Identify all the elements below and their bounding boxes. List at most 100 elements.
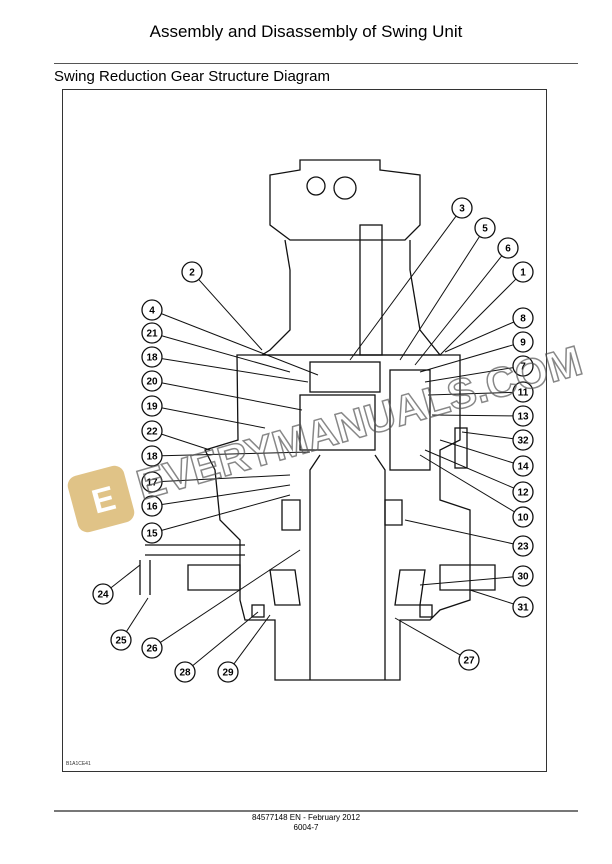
- callout-number: 29: [222, 668, 234, 679]
- callout-number: 31: [517, 603, 529, 614]
- header-divider: [54, 63, 578, 64]
- callout-8: 8: [444, 307, 534, 353]
- callout-2: 2: [181, 261, 263, 351]
- callout-26: 26: [141, 549, 301, 659]
- leader-line: [394, 617, 461, 656]
- leader-line: [424, 449, 515, 489]
- callout-circle: [512, 535, 534, 557]
- callout-circle: [141, 322, 163, 344]
- leader-line: [161, 382, 303, 411]
- leader-line: [160, 549, 301, 643]
- callout-circle: [174, 661, 196, 683]
- callout-number: 15: [146, 529, 158, 540]
- callout-number: 26: [146, 644, 158, 655]
- callout-number: 3: [459, 204, 465, 215]
- leader-line: [404, 519, 514, 545]
- leader-line: [161, 474, 291, 482]
- callout-number: 2: [189, 268, 195, 279]
- leader-line: [161, 358, 309, 383]
- callout-15: 15: [141, 494, 291, 544]
- callout-30: 30: [419, 565, 534, 587]
- callout-14: 14: [439, 439, 534, 477]
- callout-number: 20: [146, 377, 158, 388]
- callout-circle: [512, 405, 534, 427]
- callout-circle: [141, 420, 163, 442]
- leader-line: [192, 611, 259, 667]
- callout-circle: [92, 583, 114, 605]
- leader-line: [419, 576, 514, 586]
- callout-circle: [141, 370, 163, 392]
- callout-number: 30: [517, 572, 529, 583]
- page-title: Assembly and Disassembly of Swing Unit: [149, 22, 463, 41]
- callout-number: 22: [146, 427, 158, 438]
- callout-circle: [512, 506, 534, 528]
- callout-25: 25: [110, 597, 149, 651]
- callout-number: 6: [505, 244, 511, 255]
- callout-7: 7: [424, 355, 534, 383]
- callout-17: 17: [141, 471, 291, 493]
- leader-line: [399, 236, 481, 361]
- leader-line: [110, 564, 141, 589]
- callout-circle: [141, 445, 163, 467]
- callout-circle: [141, 471, 163, 493]
- callout-circle: [141, 495, 163, 517]
- leader-line: [424, 367, 514, 383]
- leader-line: [414, 255, 503, 366]
- footer-divider: [54, 810, 578, 812]
- callout-number: 14: [517, 462, 529, 473]
- callout-4: 4: [141, 299, 319, 376]
- callout-circle: [458, 649, 480, 671]
- callout-circle: [512, 596, 534, 618]
- callout-circle: [451, 197, 473, 219]
- callout-circle: [474, 217, 496, 239]
- callout-21: 21: [141, 322, 291, 373]
- callout-number: 7: [520, 362, 526, 373]
- callout-circle: [512, 481, 534, 503]
- callout-29: 29: [217, 614, 271, 683]
- callout-5: 5: [399, 217, 496, 361]
- leader-line: [431, 414, 514, 417]
- callout-number: 17: [146, 478, 158, 489]
- callout-10: 10: [419, 454, 534, 528]
- callout-number: 1: [520, 268, 526, 279]
- callout-circle: [141, 395, 163, 417]
- callout-circle: [141, 637, 163, 659]
- callout-circle: [497, 237, 519, 259]
- callout-circle: [141, 346, 163, 368]
- callout-number: 10: [517, 513, 529, 524]
- callout-number: 16: [146, 502, 158, 513]
- callout-18: 18: [141, 346, 309, 383]
- callout-circle: [512, 381, 534, 403]
- callout-number: 8: [520, 314, 526, 325]
- callout-circle: [512, 355, 534, 377]
- callout-1: 1: [439, 261, 534, 356]
- leader-line: [161, 313, 319, 376]
- callout-number: 25: [115, 636, 127, 647]
- callout-23: 23: [404, 519, 534, 557]
- callout-number: 13: [517, 412, 529, 423]
- callout-number: 27: [463, 656, 475, 667]
- diagram-frame: [62, 89, 547, 772]
- leader-line: [161, 407, 266, 429]
- callout-number: 28: [179, 668, 191, 679]
- callout-number: 21: [146, 329, 158, 340]
- callout-circle: [217, 661, 239, 683]
- leader-line: [444, 321, 515, 353]
- leader-line: [161, 494, 291, 531]
- callout-28: 28: [174, 611, 259, 683]
- callout-18: 18: [141, 445, 311, 467]
- callout-circle: [141, 522, 163, 544]
- callout-number: 5: [482, 224, 488, 235]
- callout-9: 9: [419, 331, 534, 373]
- leader-line: [161, 335, 291, 373]
- leader-line: [461, 431, 514, 440]
- leader-line: [427, 391, 514, 396]
- leader-line: [419, 344, 514, 373]
- callout-31: 31: [469, 589, 534, 618]
- callout-32: 32: [461, 429, 534, 451]
- callout-number: 24: [97, 590, 109, 601]
- leader-line: [161, 451, 311, 457]
- callout-13: 13: [431, 405, 534, 427]
- leader-line: [419, 454, 515, 513]
- callout-24: 24: [92, 564, 141, 605]
